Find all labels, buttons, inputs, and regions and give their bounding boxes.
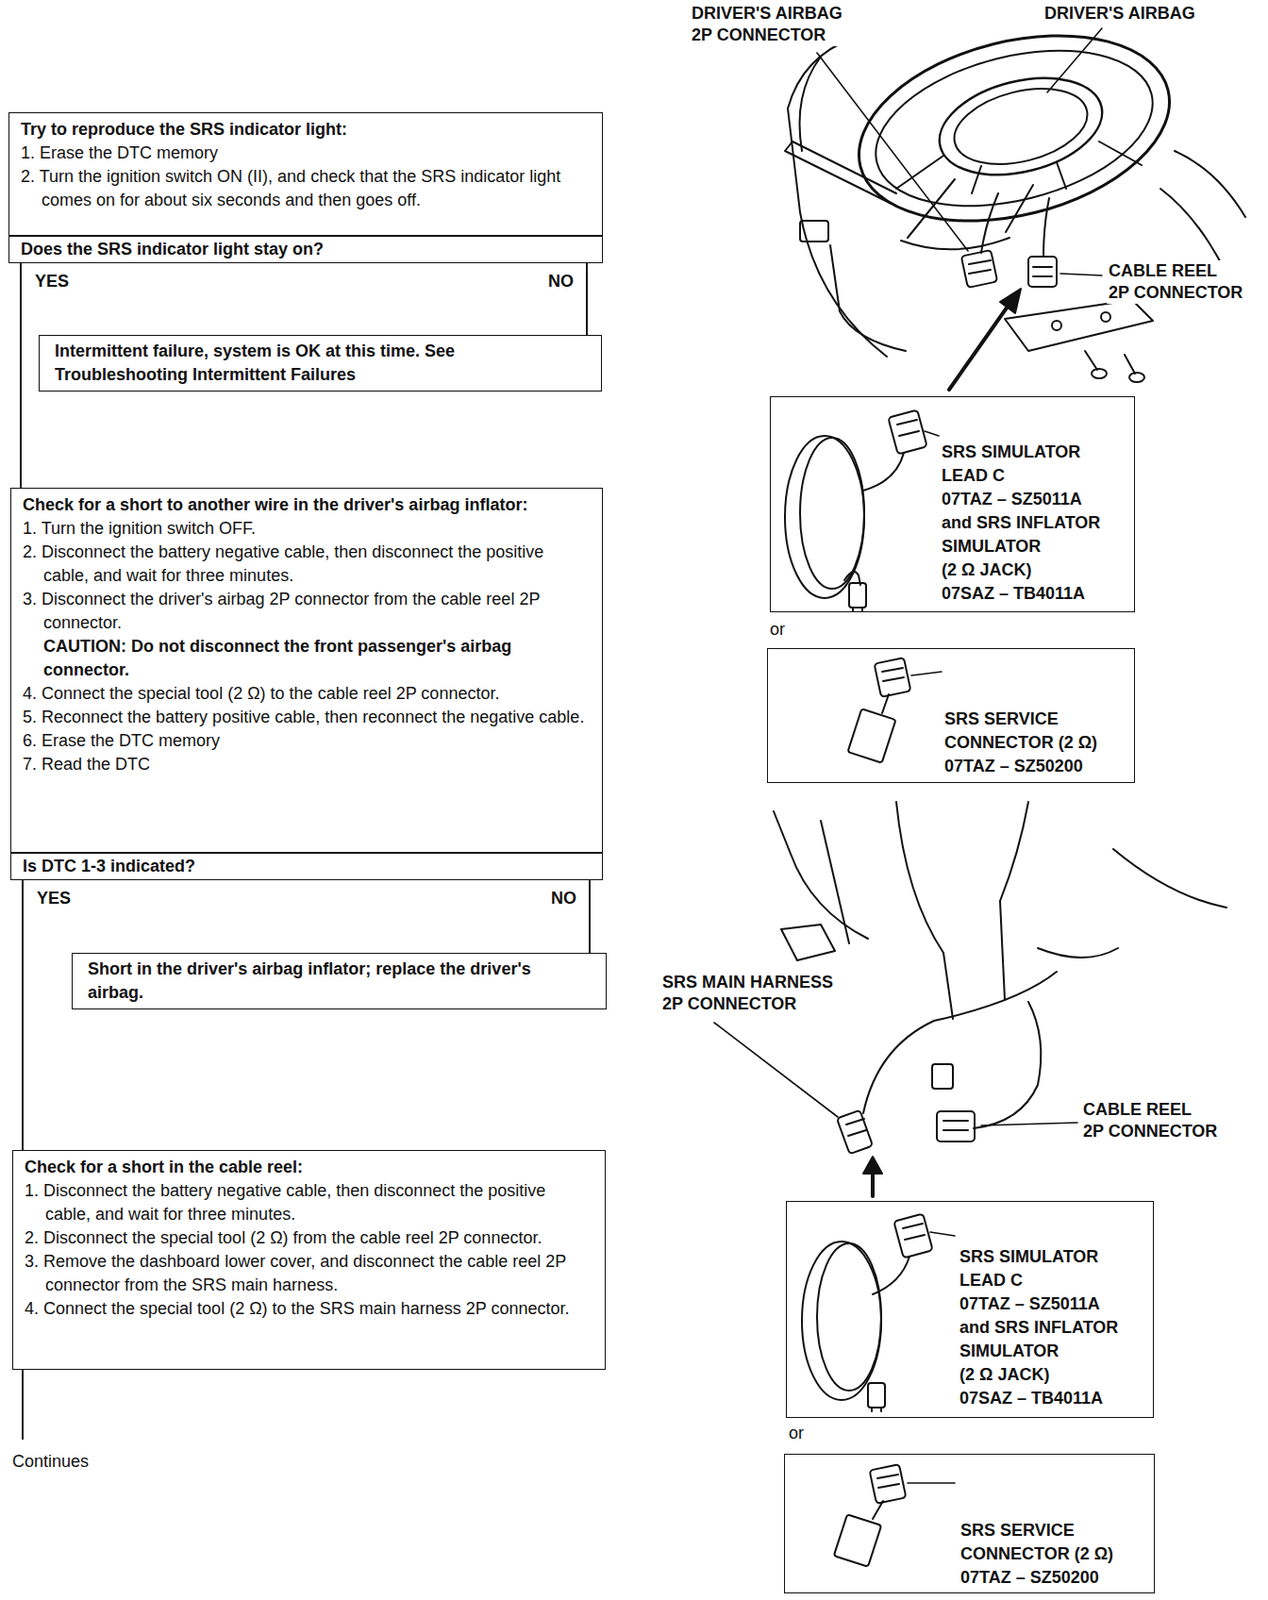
simulator-lead [801, 1214, 955, 1412]
tool-box: SRS SIMULATOR LEAD C07TAZ – SZ5011Aand S… [769, 396, 1135, 613]
box-text: 07TAZ – SZ5011A [959, 1292, 1146, 1317]
box-text: Intermittent failure, system is OK at th… [54, 339, 586, 387]
service-connector [848, 657, 942, 764]
box-text: and SRS INFLATOR SIMULATOR [941, 511, 1127, 559]
simulator-lead [784, 410, 939, 612]
tool-box: SRS SIMULATOR LEAD C07TAZ – SZ5011Aand S… [785, 1201, 1154, 1419]
box-text: 07SAZ – TB4011A [959, 1386, 1146, 1411]
flow-connector [585, 263, 588, 335]
connector-symbol [836, 1110, 975, 1154]
note-text: or [788, 1422, 846, 1445]
box-text: 07TAZ – SZ5011A [941, 487, 1127, 512]
box-text: 4. Connect the special tool (2 Ω) to the… [24, 1297, 594, 1321]
box-text: 6. Erase the DTC memory [22, 729, 591, 753]
dashboard-outline [773, 801, 1227, 1129]
part-label: DRIVER'S AIRBAG [1042, 2, 1245, 25]
box-text: SRS SERVICE CONNECTOR (2 Ω) [944, 707, 1127, 755]
result-box: Intermittent failure, system is OK at th… [38, 334, 602, 392]
box-text: Is DTC 1-3 indicated? [22, 854, 591, 879]
box-text: 7. Read the DTC [22, 752, 591, 777]
process-box: Check for a short in the cable reel:1. D… [12, 1150, 606, 1370]
caution-text: CAUTION: Do not disconnect the front pas… [22, 634, 591, 683]
bracket [1004, 300, 1153, 383]
branch-label: NO [548, 270, 574, 292]
pointer-arrow [863, 1156, 883, 1197]
box-text: 07SAZ – TB4011A [941, 582, 1127, 606]
part-label: DRIVER'S AIRBAG 2P CONNECTOR [689, 2, 862, 47]
pointer-arrow [949, 288, 1021, 390]
continue-note: Continues [12, 1451, 201, 1473]
flow-connector [19, 263, 22, 488]
process-box: Try to reproduce the SRS indicator light… [8, 112, 603, 236]
box-heading: Check for a short in the cable reel: [24, 1155, 594, 1180]
box-text: 1. Turn the ignition switch OFF. [22, 517, 591, 541]
box-text: and SRS INFLATOR SIMULATOR [959, 1316, 1146, 1364]
service-connector [834, 1464, 955, 1568]
box-text: 1. Erase the DTC memory [20, 141, 591, 166]
box-text: 2. Disconnect the battery negative cable… [22, 540, 591, 588]
box-text: 4. Connect the special tool (2 Ω) to the… [22, 682, 591, 706]
box-text: 3. Remove the dashboard lower cover, and… [24, 1250, 594, 1298]
box-text: SRS SIMULATOR LEAD C [959, 1245, 1146, 1293]
tool-box: SRS SERVICE CONNECTOR (2 Ω)07TAZ – SZ502… [767, 648, 1135, 784]
box-text: 07TAZ – SZ50200 [960, 1566, 1147, 1590]
box-heading: Check for a short to another wire in the… [22, 493, 591, 518]
process-box: Check for a short to another wire in the… [10, 487, 603, 853]
box-text: SRS SERVICE CONNECTOR (2 Ω) [960, 1518, 1147, 1567]
note-text: or [769, 618, 827, 641]
box-text: 2. Disconnect the special tool (2 Ω) fro… [24, 1226, 594, 1251]
leader-line [817, 28, 1102, 276]
box-text: 07TAZ – SZ50200 [944, 754, 1127, 779]
tool-box: SRS SERVICE CONNECTOR (2 Ω)07TAZ – SZ502… [784, 1453, 1155, 1594]
flow-connector [588, 880, 591, 953]
steering-wheel [839, 5, 1190, 251]
part-label: CABLE REEL 2P CONNECTOR [1081, 1099, 1241, 1143]
box-text: Short in the driver's airbag inflator; r… [87, 957, 591, 1005]
dashboard-outline [784, 37, 1246, 357]
connector-symbol [961, 193, 1057, 288]
flow-line [21, 1369, 24, 1440]
box-text: 3. Disconnect the driver's airbag 2P con… [22, 587, 591, 635]
box-text: 5. Reconnect the battery positive cable,… [22, 705, 591, 730]
branch-label: YES [36, 887, 71, 909]
part-label: SRS MAIN HARNESS 2P CONNECTOR [660, 971, 868, 1016]
branch-label: NO [550, 887, 577, 909]
decision-box: Is DTC 1-3 indicated? [10, 852, 603, 881]
result-box: Short in the driver's airbag inflator; r… [71, 952, 607, 1010]
branch-label: YES [34, 270, 69, 292]
box-text: (2 Ω JACK) [959, 1363, 1146, 1387]
flow-connector [21, 880, 24, 1151]
box-text: (2 Ω JACK) [941, 558, 1127, 583]
part-label: CABLE REEL 2P CONNECTOR [1106, 260, 1267, 304]
box-text: 1. Disconnect the battery negative cable… [24, 1179, 594, 1227]
decision-box: Does the SRS indicator light stay on? [8, 235, 603, 264]
box-text: Does the SRS indicator light stay on? [20, 237, 591, 262]
box-text: SRS SIMULATOR LEAD C [941, 440, 1127, 488]
box-text: 2. Turn the ignition switch ON (II), and… [20, 165, 591, 213]
box-heading: Try to reproduce the SRS indicator light… [20, 117, 591, 142]
leader-line [714, 1022, 1078, 1126]
